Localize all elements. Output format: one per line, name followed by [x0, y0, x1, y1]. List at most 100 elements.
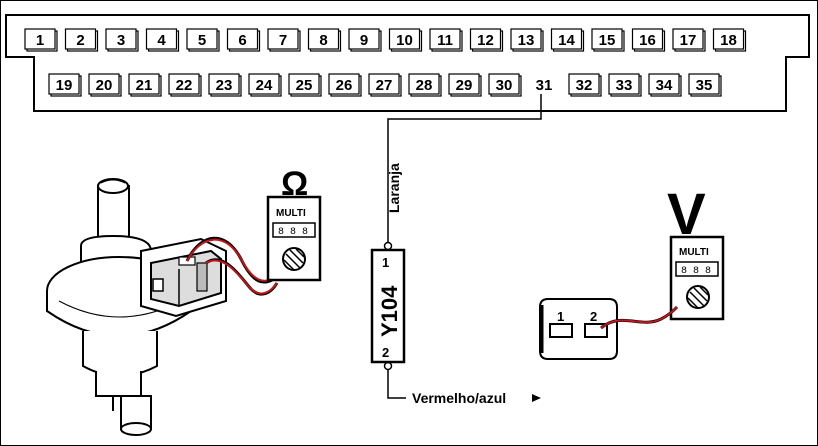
connector-pin-10: 10	[388, 28, 423, 52]
connector-pin-19: 19	[48, 73, 82, 97]
connector-pin-label: 22	[176, 77, 193, 94]
connector-pin-35: 35	[688, 73, 722, 97]
canister-valve-drawing	[46, 178, 227, 436]
connector-pin-8: 8	[307, 28, 342, 52]
voltmeter-label: MULTI	[679, 247, 709, 258]
voltmeter-dial-icon	[686, 285, 710, 309]
connector-pin-label: 15	[599, 32, 616, 49]
wire-y104-out	[387, 366, 406, 399]
dial-hatch	[687, 286, 709, 309]
connector-pin-label: 34	[656, 77, 673, 94]
connector-pin-23: 23	[208, 73, 242, 97]
connector-pin-label: 11	[437, 32, 453, 49]
wire-arrow-icon	[532, 394, 541, 402]
connector-pin-22: 22	[168, 73, 202, 97]
voltmeter: V MULTI 8 8 8	[667, 182, 725, 321]
connector-pin-label: 6	[238, 32, 246, 49]
connector-pin-label: 27	[376, 77, 393, 94]
connector-pin-5: 5	[186, 28, 220, 52]
connector-pin-21: 21	[128, 73, 162, 97]
connector-pin-label: 20	[96, 77, 113, 94]
ohmmeter-display	[272, 222, 316, 238]
connector-pin-label: 3	[117, 32, 125, 49]
connector-pin-28: 28	[408, 73, 442, 97]
component-y104: 1 2 Y104	[370, 241, 406, 371]
connector-pin-9: 9	[348, 28, 382, 52]
connector-pin-11: 11	[429, 28, 463, 52]
component-pin-top: 1	[382, 255, 389, 270]
ohmmeter: Ω MULTI 8 8 8	[266, 165, 322, 282]
connector-pin-1: 1	[24, 28, 58, 52]
component-code: Y104	[377, 285, 402, 337]
wire-pin31-to-y104	[387, 94, 542, 246]
ohmmeter-probe-wires	[185, 236, 279, 296]
connector-pin-label: 4	[157, 32, 166, 49]
connector-pin-label: 17	[680, 32, 697, 49]
connector-pin-label: 28	[416, 77, 433, 94]
connector-pin-label: 21	[136, 77, 153, 94]
ohmmeter-digits: 8 8 8	[278, 227, 308, 238]
harness-plug: 1 2	[539, 298, 618, 360]
component-body	[370, 248, 406, 364]
connector-pin-label: 19	[56, 77, 73, 94]
plug-socket-1	[549, 323, 573, 338]
connector-pin-4: 4	[145, 28, 180, 52]
connector-pin-label: 10	[396, 32, 413, 49]
connector-pin-20: 20	[88, 73, 122, 97]
connector-pin-label: 14	[558, 32, 575, 49]
connector-pin-29: 29	[448, 73, 482, 97]
connector-pin-label: 26	[336, 77, 353, 94]
connector-pin-25: 25	[288, 73, 322, 97]
connector-pin-label: 1	[36, 32, 44, 49]
connector-pin-label: 30	[496, 77, 513, 94]
connector-pin-32: 32	[568, 73, 602, 97]
voltmeter-probe-wire	[600, 306, 678, 329]
connector-pin-label: 8	[319, 32, 327, 49]
connector-pin-label: 29	[456, 77, 473, 94]
connector-pin-2: 2	[64, 28, 99, 52]
connector-pin-15: 15	[591, 28, 625, 52]
connector-pin-label: 23	[216, 77, 233, 94]
ohmmeter-dial-icon	[282, 247, 306, 271]
connector-pin-14: 14	[550, 28, 585, 52]
voltmeter-display	[675, 261, 719, 277]
connector-pin-label: 7	[279, 32, 287, 49]
connector-pin-label: 18	[720, 32, 737, 49]
connector-pin-12: 12	[469, 28, 504, 52]
plug-pin-right: 2	[590, 309, 597, 324]
connector-pin-27: 27	[368, 73, 402, 97]
connector-pin-18: 18	[712, 28, 747, 52]
wire-label-bottom: Vermelho/azul	[412, 390, 506, 406]
connector-pin-label: 5	[198, 32, 206, 49]
wire-label-top: Laranja	[386, 163, 402, 213]
connector-pin-label: 9	[360, 32, 368, 49]
voltmeter-digits: 8 8 8	[681, 266, 711, 277]
connector-pin-label: 13	[518, 32, 535, 49]
plug-body	[539, 298, 618, 360]
connector-pin-label: 16	[639, 32, 656, 49]
terminal-top	[383, 241, 393, 251]
connector-pin-label: 12	[477, 32, 494, 49]
terminal-bottom	[383, 361, 393, 371]
connector-pin-24: 24	[248, 73, 282, 97]
connector-pin-33: 33	[608, 73, 642, 97]
connector-pin-label: 2	[76, 32, 84, 49]
signal-wire	[387, 94, 542, 399]
connector-pin-label: 24	[256, 77, 273, 94]
connector-pin-3: 3	[105, 28, 139, 52]
component-pin-bottom: 2	[382, 345, 389, 360]
connector-pin-26: 26	[328, 73, 362, 97]
connector-pin-16: 16	[631, 28, 666, 52]
connector-pin-label: 35	[696, 77, 713, 94]
connector-pin-30: 30	[488, 73, 522, 97]
plug-pin-left: 1	[557, 309, 564, 324]
dial-hatch	[283, 248, 305, 271]
connector-pin-label: 25	[296, 77, 313, 94]
connector-pin-7: 7	[267, 28, 301, 52]
connector-pin-label: 32	[576, 77, 593, 94]
